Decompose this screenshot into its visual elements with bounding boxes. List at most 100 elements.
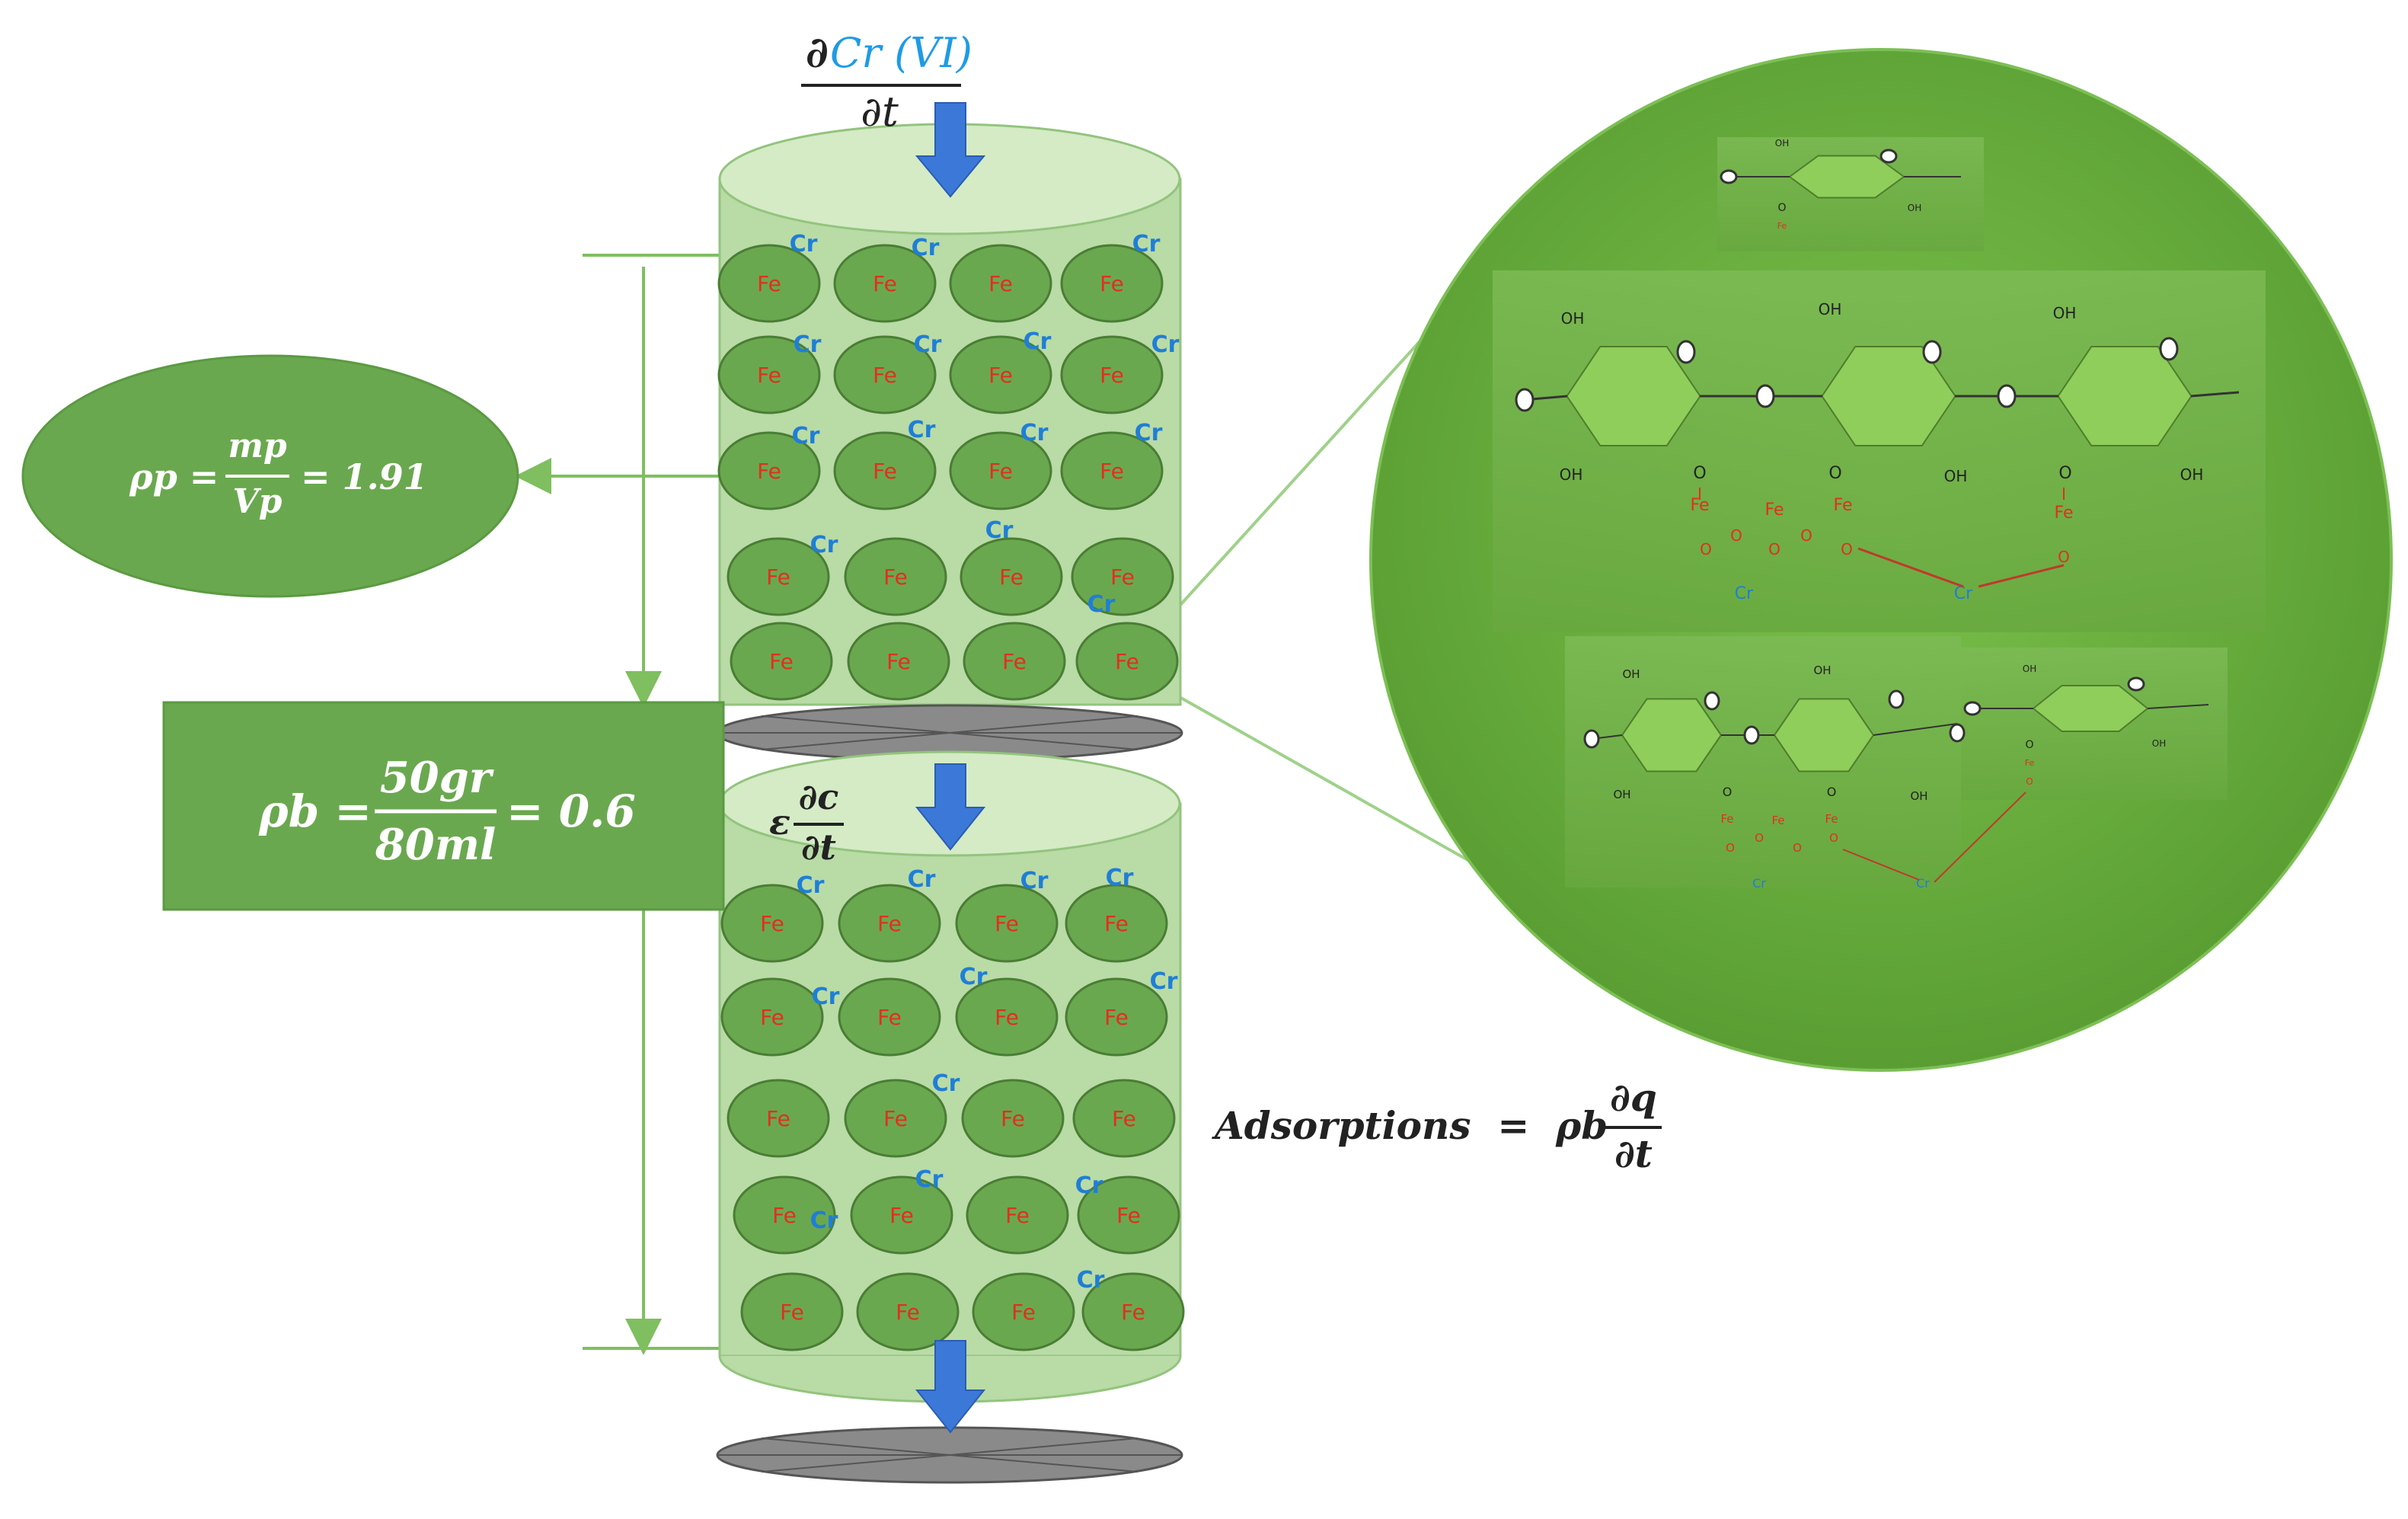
- bead-fe-label: Fe: [1100, 271, 1124, 296]
- chem-oh-label: OH: [1561, 309, 1585, 328]
- oxygen-oval: [1583, 729, 1600, 749]
- oxygen-oval: [1720, 169, 1738, 184]
- particle-density-numerator: mp: [228, 427, 287, 465]
- chem-oh-label: OH: [1560, 465, 1583, 484]
- flow-arrow-inlet: [915, 102, 986, 198]
- chem-o-label: O: [1726, 841, 1735, 855]
- chem-fe-label: Fe: [1771, 814, 1784, 827]
- bead-fe-label: Fe: [877, 1005, 902, 1030]
- bead-13: [844, 537, 947, 616]
- bead-fe-label: Fe: [766, 564, 790, 590]
- chem-cr-label: Cr: [1954, 584, 1973, 603]
- bead-fe-label: Fe: [1100, 459, 1124, 484]
- bead-cr-label: Cr: [792, 423, 820, 449]
- bead-fe-label: Fe: [873, 459, 897, 484]
- bead-fe-label: Fe: [988, 271, 1013, 296]
- bead-cr-label: Cr: [908, 417, 936, 443]
- bead-fe-label: Fe: [1110, 564, 1135, 590]
- bulk-density-denominator: 80ml: [375, 820, 496, 870]
- chem-fe-label: Fe: [1777, 221, 1787, 231]
- chem-o-label: O: [2025, 739, 2033, 751]
- bead-cr-label: Cr: [1020, 420, 1049, 446]
- chem-oh-label: OH: [1813, 664, 1831, 677]
- bead-19: [1075, 622, 1179, 701]
- bead-fe-label: Fe: [1100, 363, 1124, 388]
- bead-fe-label: Fe: [766, 1106, 790, 1131]
- particle-density-rhs: = 1.91: [301, 456, 428, 497]
- bead-7: [1060, 335, 1164, 414]
- zoom-guide-lower: [1172, 692, 1524, 893]
- bead-30: [961, 1079, 1065, 1158]
- bead-3: [1060, 244, 1164, 323]
- bead-16: [730, 622, 833, 701]
- bead-fe-label: Fe: [1005, 1203, 1030, 1228]
- porosity-numerator: ∂c: [799, 776, 839, 817]
- chem-o-label: O: [1693, 464, 1706, 483]
- bead-fe-label: Fe: [873, 363, 897, 388]
- bead-15: [1071, 537, 1174, 616]
- bead-cr-label: Cr: [794, 331, 822, 358]
- chem-fe-label: Fe: [2055, 504, 2074, 523]
- bead-fe-label: Fe: [757, 459, 781, 484]
- bead-fe-label: Fe: [757, 363, 781, 388]
- bead-cr-label: Cr: [1106, 865, 1134, 891]
- porosity-term: ε ∂c ∂t: [769, 776, 844, 868]
- bulk-density-rhs: = 0.6: [506, 785, 636, 837]
- bead-21: [838, 884, 941, 963]
- bead-cr-label: Cr: [960, 964, 988, 990]
- chem-bond: [1978, 564, 2065, 588]
- bead-9: [833, 431, 937, 510]
- chem-o-label: O: [1841, 540, 1853, 558]
- bead-fe-label: Fe: [988, 363, 1013, 388]
- particle-density-callout: ρp = mp Vp = 1.91: [21, 354, 519, 598]
- chem-bond: [1873, 723, 1958, 736]
- chem-o-label: O: [1768, 540, 1780, 558]
- chem-o-label: O: [1777, 202, 1786, 214]
- oxygen-oval: [1922, 340, 1942, 364]
- bead-cr-label: Cr: [932, 1070, 960, 1097]
- bead-cr-label: Cr: [1075, 1172, 1103, 1199]
- adsorption-equation: Adsorptions = ρb ∂q ∂t: [1212, 1075, 1662, 1176]
- oxygen-oval: [1949, 723, 1966, 743]
- oxygen-oval: [1963, 701, 1982, 716]
- chem-fe-label: Fe: [1720, 812, 1733, 826]
- flux-denominator: ∂t: [861, 88, 899, 136]
- bead-cr-label: Cr: [790, 231, 818, 257]
- chem-o-label: O: [1730, 526, 1742, 545]
- oxygen-oval: [1515, 388, 1535, 412]
- bead-27: [1065, 977, 1168, 1057]
- bead-fe-label: Fe: [1116, 1203, 1141, 1228]
- bead-cr-label: Cr: [810, 1207, 838, 1234]
- chem-o-label: O: [2026, 776, 2033, 787]
- oxygen-oval: [1997, 384, 2017, 408]
- bead-fe-label: Fe: [896, 1300, 920, 1325]
- bead-fe-label: Fe: [995, 1005, 1019, 1030]
- chem-bond: [1857, 547, 1964, 588]
- chem-fe-label: Fe: [1825, 812, 1838, 826]
- chem-oh-label: OH: [1944, 467, 1968, 485]
- bead-fe-label: Fe: [999, 564, 1024, 590]
- bead-26: [955, 977, 1059, 1057]
- bead-cr-label: Cr: [915, 1166, 944, 1193]
- chem-cr-label: Cr: [1752, 876, 1766, 891]
- bead-22: [955, 884, 1059, 963]
- chem-o-label: O: [1827, 785, 1837, 799]
- bead-23: [1065, 884, 1168, 963]
- bead-37: [856, 1272, 960, 1351]
- bead-6: [949, 335, 1052, 414]
- dimension-guides: [515, 254, 720, 1355]
- bead-cr-label: Cr: [1020, 868, 1049, 894]
- chem-oh-label: OH: [1622, 667, 1640, 681]
- bead-18: [963, 622, 1066, 701]
- chem-oh-label: OH: [1613, 788, 1630, 801]
- bead-5: [833, 335, 937, 414]
- chem-o-label: O: [1793, 841, 1802, 855]
- bead-cr-label: Cr: [1024, 328, 1052, 355]
- bead-28: [727, 1079, 830, 1158]
- bead-20: [720, 884, 824, 963]
- chem-oh-label: OH: [1908, 203, 1921, 213]
- chem-fe-label: Fe: [1834, 496, 1853, 515]
- bead-0: [717, 244, 821, 323]
- chem-o-label: O: [1700, 540, 1712, 558]
